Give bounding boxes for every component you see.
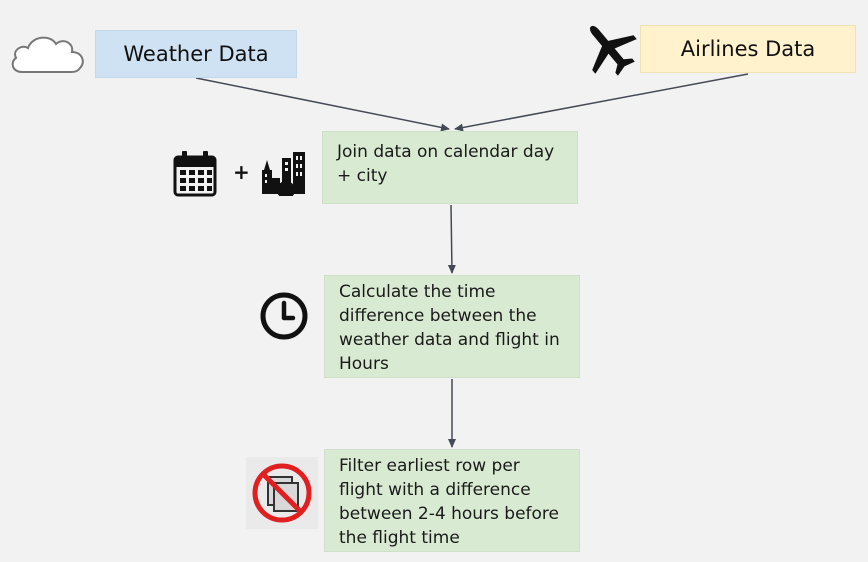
airlines-data-box: Airlines Data bbox=[640, 25, 856, 73]
airplane-icon bbox=[589, 25, 637, 76]
arrow-join-to-calculate bbox=[447, 204, 456, 274]
calculate-step-text: Calculate the time difference between th… bbox=[339, 282, 560, 374]
filter-step-text: Filter earliest row per flight with a di… bbox=[339, 456, 559, 548]
calendar-icon bbox=[173, 151, 217, 197]
weather-data-label: Weather Data bbox=[123, 42, 269, 66]
arrow-weather-to-join bbox=[195, 77, 450, 132]
cloud-icon bbox=[11, 36, 84, 73]
no-duplicates-icon bbox=[246, 457, 318, 529]
airlines-data-label: Airlines Data bbox=[680, 37, 816, 61]
filter-step-box: Filter earliest row per flight with a di… bbox=[324, 449, 580, 552]
weather-data-box: Weather Data bbox=[95, 30, 297, 78]
city-icon bbox=[262, 152, 305, 196]
clock-icon bbox=[260, 292, 308, 340]
plus-sign: + bbox=[233, 160, 250, 184]
calculate-step-box: Calculate the time difference between th… bbox=[324, 275, 580, 378]
join-step-box: Join data on calendar day + city bbox=[322, 131, 578, 204]
arrow-airlines-to-join bbox=[454, 73, 749, 132]
join-step-text: Join data on calendar day + city bbox=[337, 142, 555, 186]
